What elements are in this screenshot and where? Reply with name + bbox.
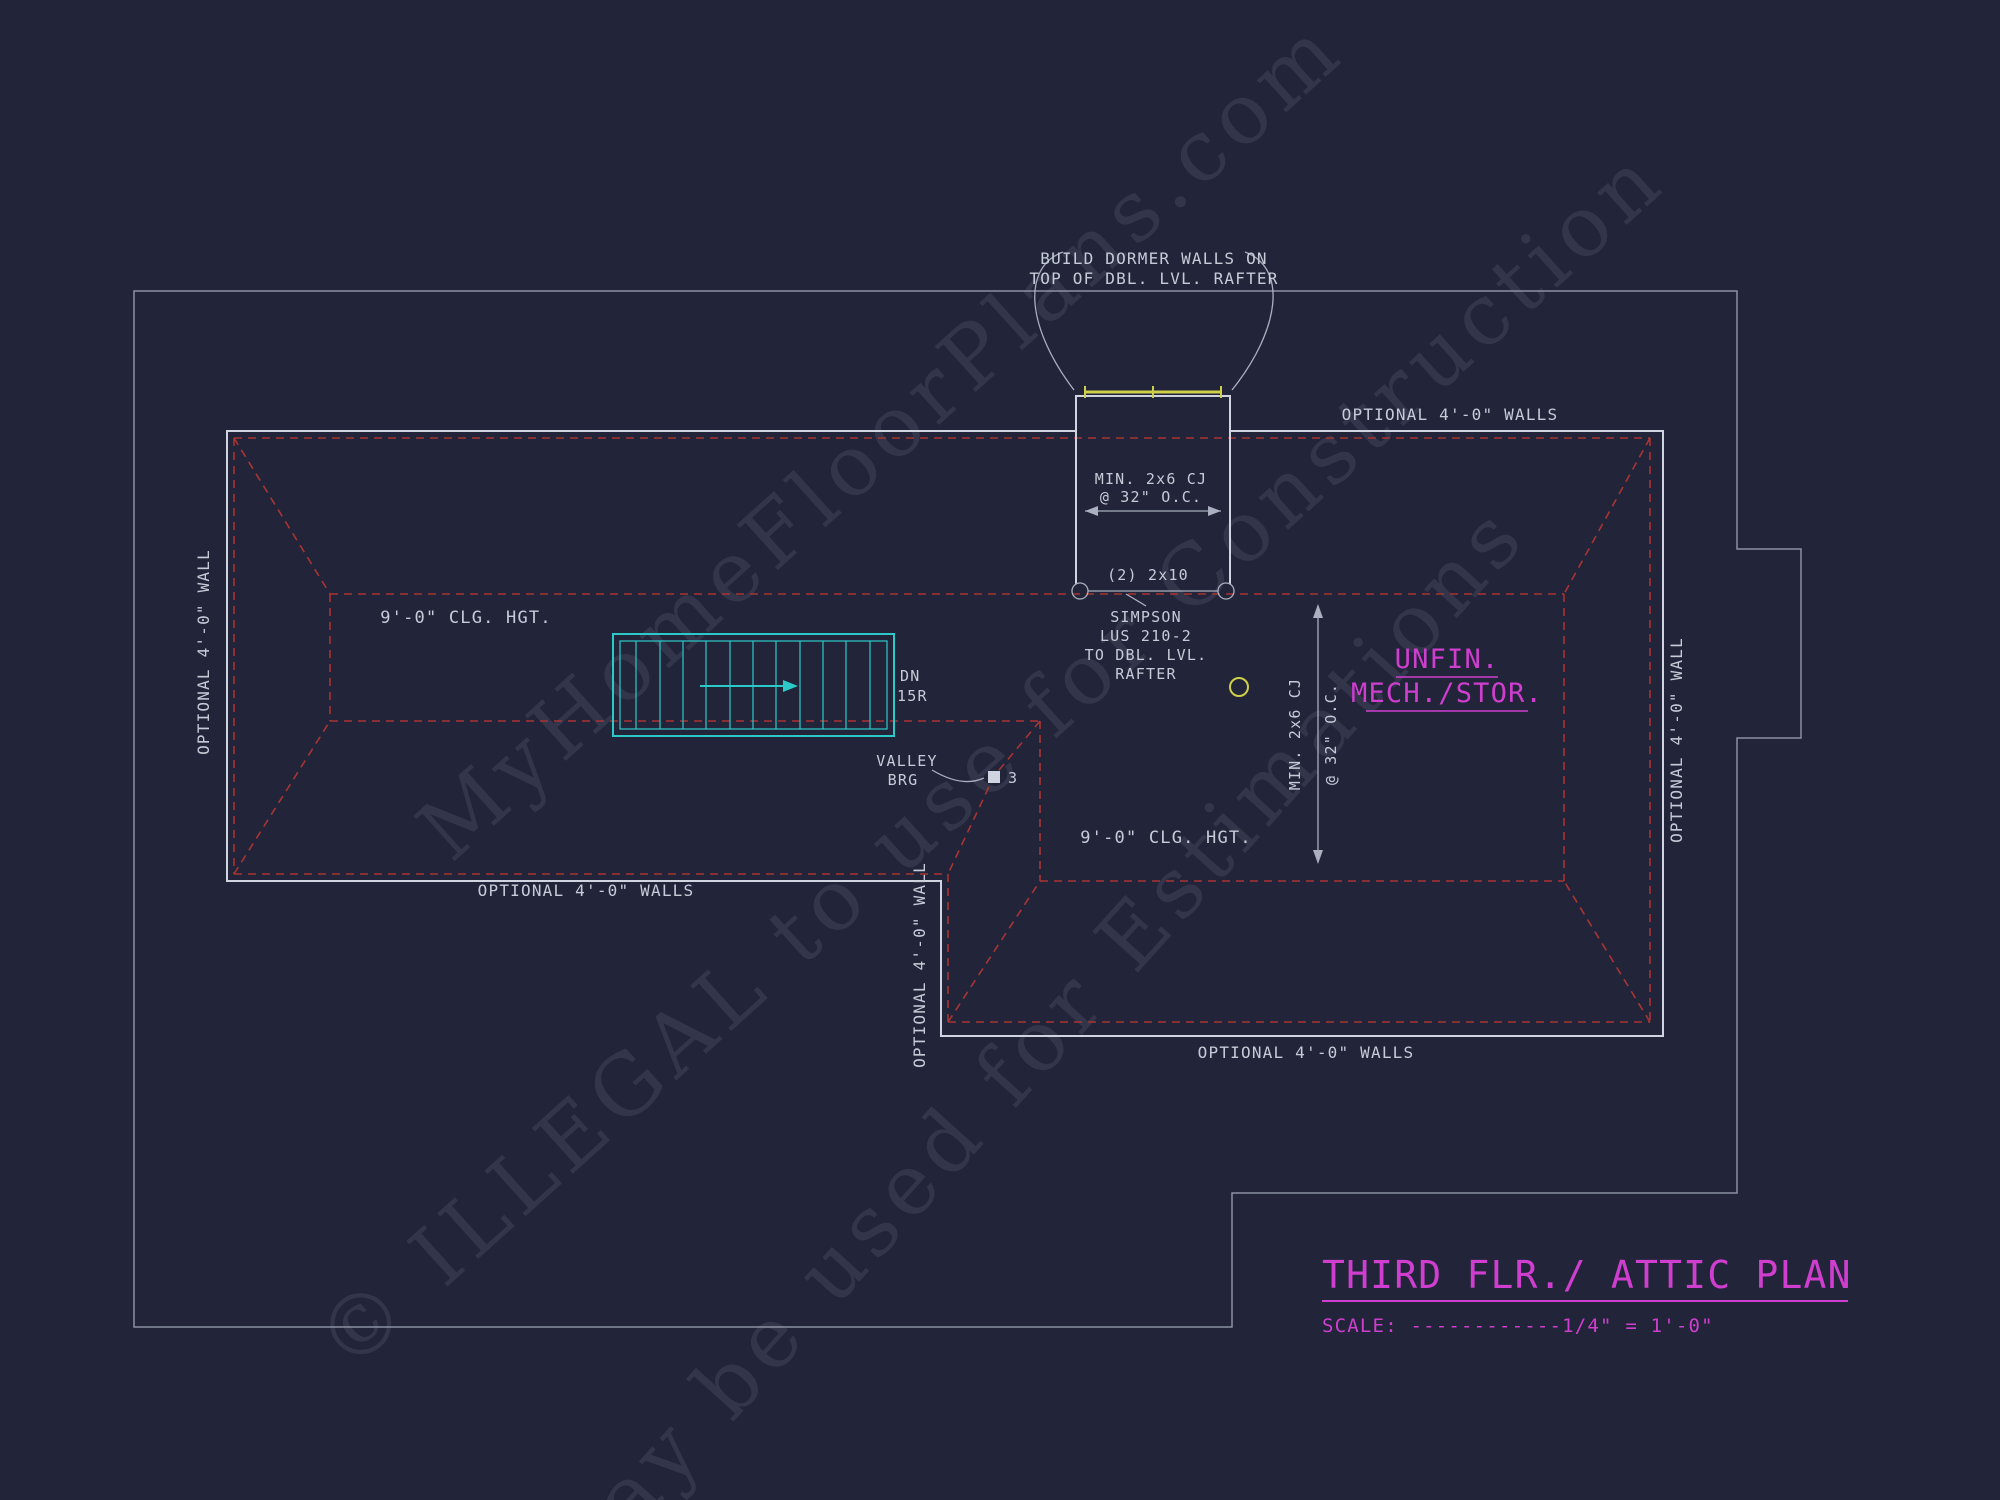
dormer-note-line2: TOP OF DBL. LVL. RAFTER [1029,269,1278,288]
outer-border [133,290,1802,1328]
simpson-label-3: TO DBL. LVL. [1085,646,1208,664]
stairs-down-label: DN [900,667,920,685]
simpson-leader [1125,593,1147,607]
joist-span-label-1: MIN. 2x6 CJ [1286,678,1304,791]
title-block: THIRD FLR./ ATTIC PLAN SCALE: ----------… [1322,1253,1852,1337]
header-label: (2) 2x10 [1107,566,1189,584]
simpson-label-4: RAFTER [1115,665,1176,683]
simpson-label-2: LUS 210-2 [1100,627,1192,645]
optional-walls-bottom-left-label: OPTIONAL 4'-0" WALLS [478,881,695,900]
sheet-scale: SCALE: ------------1/4" = 1'-0" [1322,1315,1714,1337]
valley-label-2: BRG [888,771,919,789]
roof-dashed-lines [233,437,1651,1023]
stairs [612,633,895,737]
dim-arrow-up-icon [1313,604,1323,618]
valley-leader [931,769,985,783]
dormer-header [1071,582,1235,600]
optional-walls-bottom-right-label: OPTIONAL 4'-0" WALLS [1198,1043,1415,1062]
optional-wall-mid-label: OPTIONAL 4'-0" WALL [910,862,929,1068]
valley-mark-label: 3 [1008,769,1018,787]
hanger-circle-right [1217,582,1235,600]
dormer-joist-label-1: MIN. 2x6 CJ [1095,470,1208,488]
dormer-window [1084,386,1222,398]
valley-label-1: VALLEY [876,752,937,770]
optional-wall-right-label: OPTIONAL 4'-0" WALL [1667,637,1686,843]
annotation-text: BUILD DORMER WALLS ON TOP OF DBL. LVL. R… [194,249,1686,1068]
dim-arrow-right-icon [1208,506,1221,516]
leader-lines [931,251,1274,783]
dormer-leader-left [1034,251,1075,391]
room-name-line1: UNFIN. [1395,644,1500,675]
dimensions [1085,506,1323,864]
dim-arrow-down-icon [1313,850,1323,864]
dormer-note-line1: BUILD DORMER WALLS ON [1040,249,1268,268]
optional-walls-top-label: OPTIONAL 4'-0" WALLS [1342,405,1559,424]
exterior-walls [226,395,1664,1037]
stair-arrow-icon [783,680,798,692]
plan-outline [226,386,1664,1037]
dim-arrow-left-icon [1085,506,1098,516]
dormer-joist-label-2: @ 32" O.C. [1100,488,1202,506]
hanger-circle-left [1071,582,1089,600]
dormer-leader-right [1231,251,1274,391]
optional-wall-left-label: OPTIONAL 4'-0" WALL [194,549,213,755]
valley-bearing-post-icon [988,771,1000,783]
joist-span-label-2: @ 32" O.C. [1322,683,1340,785]
simpson-label-1: SIMPSON [1110,608,1182,626]
vent-circle-icon [1229,677,1249,697]
sheet-title: THIRD FLR./ ATTIC PLAN [1322,1253,1852,1297]
room-name-line2: MECH./STOR. [1351,678,1543,709]
ceiling-height-left-label: 9'-0" CLG. HGT. [380,608,552,628]
ceiling-height-right-label: 9'-0" CLG. HGT. [1080,828,1252,848]
stairs-risers-label: 15R [897,687,928,705]
